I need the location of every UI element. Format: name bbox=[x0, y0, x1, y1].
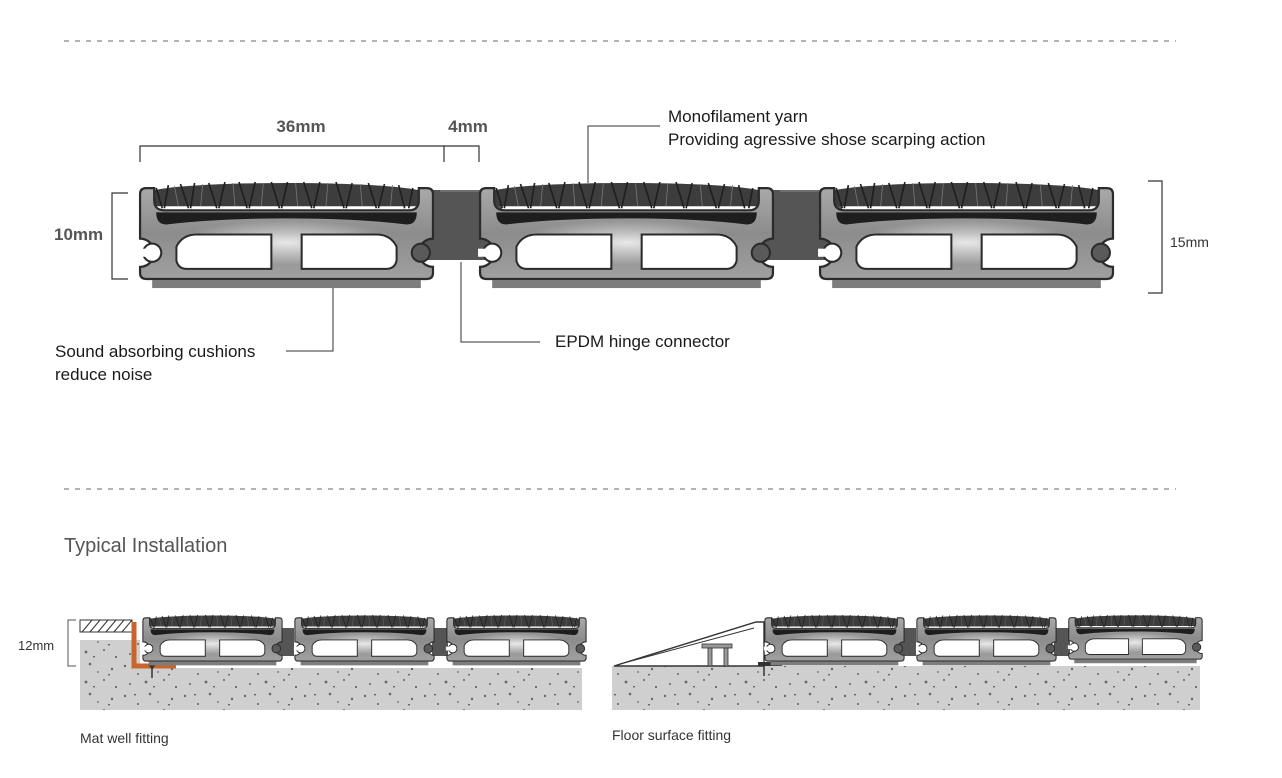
mini-profile bbox=[141, 614, 283, 666]
aluminium-profile bbox=[136, 180, 435, 290]
leader-cushion bbox=[286, 288, 334, 352]
dim-15mm: 15mm bbox=[1170, 234, 1209, 250]
leader-hinge bbox=[460, 262, 540, 343]
dim-4mm: 4mm bbox=[448, 117, 488, 136]
callout-cushion-line1: Sound absorbing cushions bbox=[55, 342, 255, 361]
aluminium-profile bbox=[476, 180, 775, 290]
callout-yarn-line1: Monofilament yarn bbox=[668, 107, 808, 126]
mini-profile bbox=[445, 614, 587, 666]
mini-profile bbox=[293, 614, 435, 666]
concrete-floor bbox=[612, 666, 1200, 710]
callout-cushion-line2: reduce noise bbox=[55, 365, 152, 384]
frame-angle bbox=[131, 622, 176, 669]
leader-yarn bbox=[587, 125, 660, 183]
dimension-height-left bbox=[111, 192, 128, 280]
concrete-slab bbox=[80, 668, 582, 710]
dimension-width bbox=[139, 145, 480, 162]
mini-profile bbox=[1067, 614, 1203, 664]
dim-10mm: 10mm bbox=[54, 225, 103, 244]
mat-cross-section bbox=[136, 180, 1115, 290]
dim-12mm: 12mm bbox=[18, 638, 54, 653]
caption-floor-surface: Floor surface fitting bbox=[612, 727, 731, 743]
aluminium-profile bbox=[816, 180, 1115, 290]
mini-profile bbox=[915, 614, 1057, 666]
dimension-height-right bbox=[1148, 180, 1163, 294]
floor-surface-fitting bbox=[612, 614, 1203, 710]
installation-heading: Typical Installation bbox=[64, 535, 227, 557]
callout-yarn-line2: Providing agressive shose scarping actio… bbox=[668, 130, 986, 149]
dim-36mm: 36mm bbox=[276, 117, 325, 136]
mini-profile bbox=[763, 614, 905, 666]
mat-well-fitting bbox=[79, 614, 587, 710]
caption-mat-well: Mat well fitting bbox=[80, 730, 169, 746]
callout-hinge: EPDM hinge connector bbox=[555, 332, 730, 351]
concrete-slab bbox=[80, 640, 140, 670]
dimension-height-install bbox=[67, 619, 76, 667]
